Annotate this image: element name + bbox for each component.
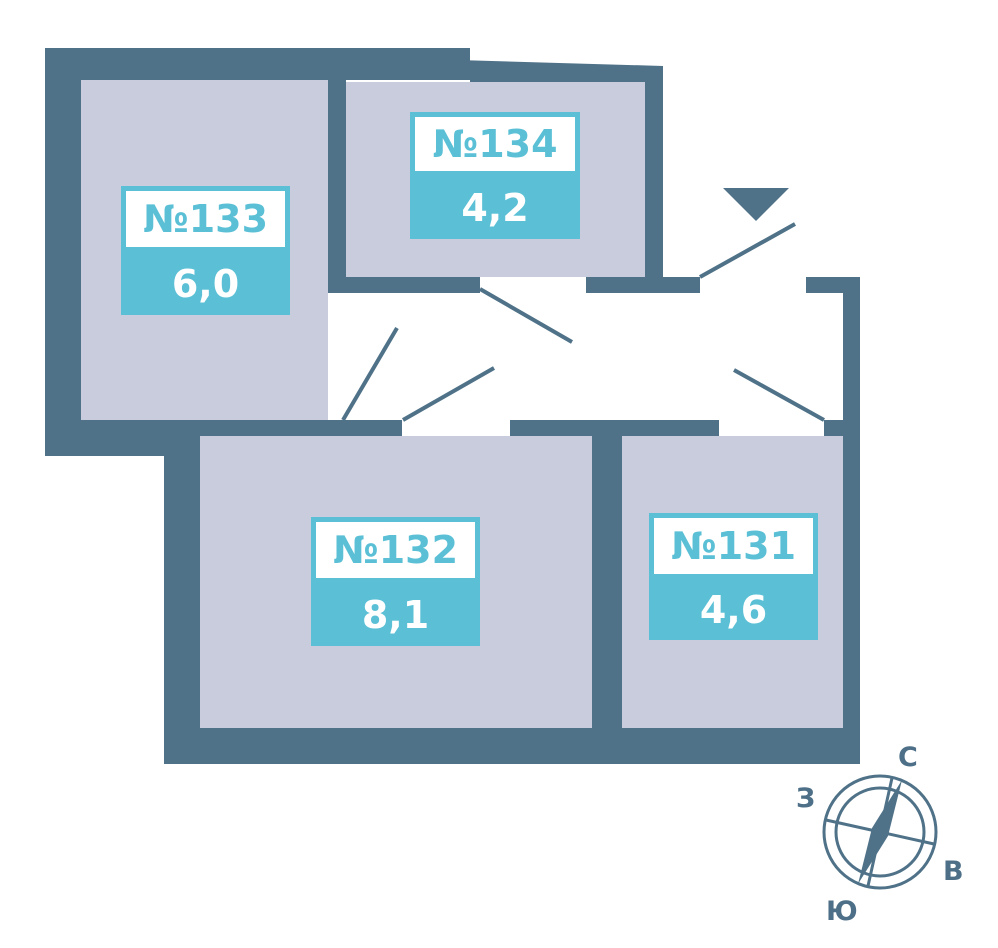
room-134-number: №134: [410, 112, 580, 176]
room-131-area: 4,6: [649, 579, 818, 640]
compass-south-label: Ю: [826, 896, 858, 927]
room-133-number: №133: [121, 186, 290, 252]
door-132: [402, 366, 495, 422]
compass-north-label: С: [898, 742, 918, 773]
compass-west-label: З: [796, 783, 816, 814]
compass-icon: [822, 774, 938, 890]
entrance-arrow-icon: [723, 188, 789, 221]
door-134: [479, 287, 573, 344]
room-132-number: №132: [311, 517, 480, 583]
walls: [45, 48, 860, 764]
room-133-label: №133 6,0: [121, 186, 290, 315]
room-133-area: 6,0: [121, 252, 290, 315]
door-133: [341, 326, 399, 422]
room-131-number: №131: [649, 513, 818, 579]
room-134-area: 4,2: [410, 176, 580, 239]
door-lines: [341, 222, 825, 422]
room-131-label: №131 4,6: [649, 513, 818, 640]
room-134-label: №134 4,2: [410, 112, 580, 239]
compass-east-label: В: [943, 856, 964, 887]
room-132-label: №132 8,1: [311, 517, 480, 646]
corridor: [328, 293, 843, 420]
room-132-area: 8,1: [311, 583, 480, 646]
door-entrance: [699, 222, 796, 279]
door-131: [733, 368, 825, 422]
